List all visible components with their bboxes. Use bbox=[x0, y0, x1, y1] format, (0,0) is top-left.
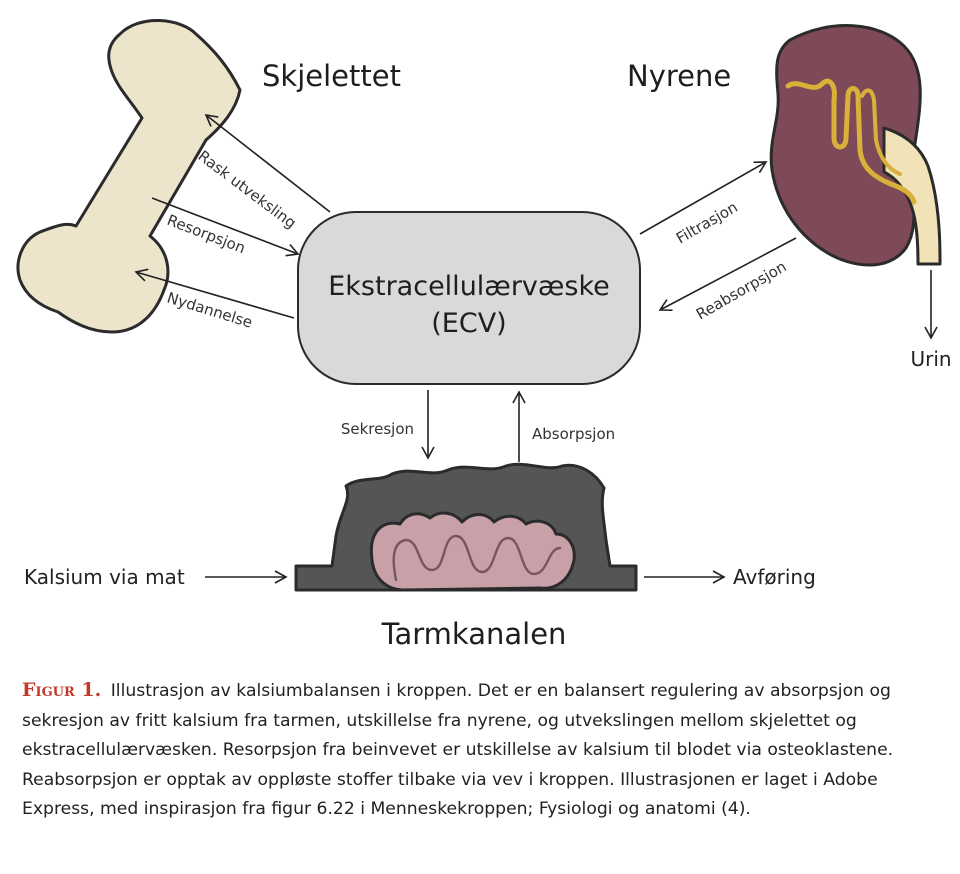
intestine-illustration bbox=[294, 462, 638, 592]
kidney-illustration bbox=[769, 24, 942, 267]
figure-caption-text: Illustrasjon av kalsiumbalansen i kroppe… bbox=[22, 681, 894, 819]
label-filtration: Filtrasjon bbox=[673, 198, 741, 247]
bone-illustration bbox=[16, 19, 242, 334]
label-rapid-exchange: Rask utveksling bbox=[195, 147, 300, 232]
intestine-title: Tarmkanalen bbox=[381, 617, 567, 651]
label-urine: Urin bbox=[910, 347, 951, 371]
arrow-new-formation bbox=[134, 268, 295, 319]
ecv-label-line1: Ekstracellulærvæske bbox=[328, 271, 610, 302]
label-feces: Avføring bbox=[733, 565, 816, 589]
label-new-formation: Nydannelse bbox=[165, 289, 255, 332]
figure-label: Figur 1. bbox=[22, 679, 102, 701]
skeleton-title: Skjelettet bbox=[262, 59, 401, 93]
arrow-filtration bbox=[639, 161, 768, 235]
label-absorption: Absorpsjon bbox=[532, 425, 615, 443]
label-calcium-food: Kalsium via mat bbox=[24, 565, 185, 589]
label-secretion: Sekresjon bbox=[341, 420, 414, 438]
arrow-reabsorption bbox=[658, 237, 797, 311]
arrow-rapid-exchange bbox=[204, 113, 331, 213]
ecv-label-line2: (ECV) bbox=[431, 308, 506, 339]
ecv-box bbox=[297, 211, 641, 385]
kidneys-title: Nyrene bbox=[627, 59, 731, 93]
label-resorption: Resorpsjon bbox=[165, 211, 248, 257]
arrow-resorption bbox=[151, 197, 300, 257]
calcium-balance-diagram: Ekstracellulærvæske (ECV) Skjelettet Nyr… bbox=[16, 19, 952, 651]
figure-caption: Figur 1. Illustrasjon av kalsiumbalansen… bbox=[22, 676, 922, 825]
